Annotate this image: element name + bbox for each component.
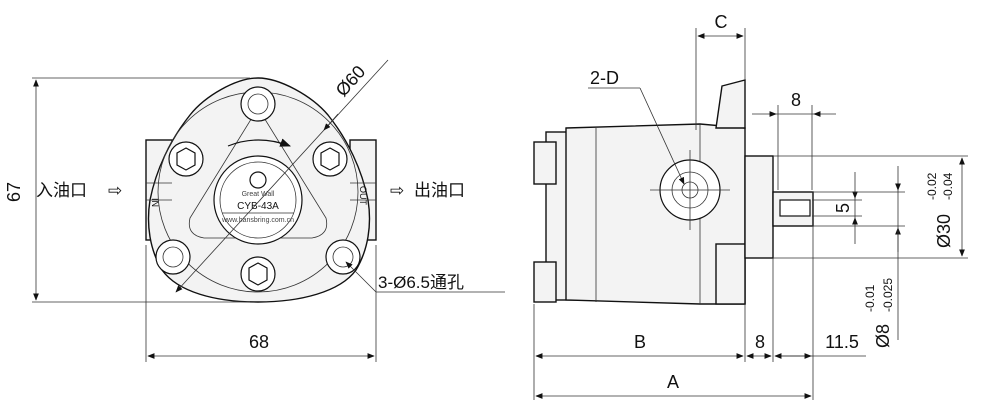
hex-bolt-left — [168, 141, 204, 177]
hex-bolt-bottom — [240, 256, 276, 292]
mount-hole-top — [240, 86, 276, 122]
dim-label-holes: 3-Ø6.5通孔 — [378, 273, 464, 292]
dim-label-5: 5 — [833, 203, 853, 213]
hex-bolt-right — [312, 141, 348, 177]
dim-label-68: 68 — [249, 332, 269, 352]
leader-holes — [345, 261, 377, 293]
top-port-block — [715, 79, 746, 129]
bottom-port-block — [715, 243, 746, 305]
dim-tol-lower-8: -0.025 — [881, 278, 895, 312]
dim-tol-upper-8: -0.01 — [863, 284, 877, 312]
dim-label-c: C — [715, 12, 728, 32]
port-marking-out: OUT — [358, 186, 368, 206]
rear-boss-top — [533, 141, 557, 185]
shaft-key — [779, 199, 811, 217]
plate-model: CYB-43A — [237, 201, 279, 212]
plate-caption: www.hansbring.com.cn — [221, 217, 294, 224]
dim-label-11-5: 11.5 — [825, 332, 859, 352]
name-plate — [213, 155, 303, 245]
dim-tol-upper-30: -0.02 — [925, 172, 939, 200]
leader-diameter-60 — [175, 59, 389, 293]
brand-logo-icon — [249, 171, 267, 189]
dim-label-diameter-8: Ø8 — [873, 324, 893, 348]
outlet-label: 出油口 — [414, 181, 465, 200]
outlet-arrow-icon: ⇨ — [390, 181, 404, 200]
port-marking-in: IN — [150, 198, 160, 207]
front-view: Great Wall CYB-43A www.hansbring.com.cn … — [4, 59, 505, 362]
inlet-label: 入油口 — [36, 181, 87, 200]
dim-label-2d: 2-D — [590, 68, 619, 88]
side-view: C 2-D 8 5 Ø30 -0.02 -0.04 Ø8 -0.01 — [533, 12, 968, 400]
dim-label-diameter-30: Ø30 — [934, 214, 954, 248]
dim-label-8-top: 8 — [791, 90, 801, 110]
mount-hole-right — [325, 239, 361, 275]
dim-label-diameter-60: Ø60 — [332, 62, 370, 101]
inlet-arrow-icon: ⇨ — [108, 181, 122, 200]
rear-boss-bottom — [533, 261, 557, 303]
rotation-arrow — [227, 138, 292, 147]
dim-label-8-bottom: 8 — [755, 332, 765, 352]
dim-label-b: B — [634, 332, 646, 352]
side-port — [650, 150, 730, 230]
mounting-flange — [744, 155, 774, 259]
dim-label-67: 67 — [4, 182, 24, 202]
plate-brand: Great Wall — [242, 191, 275, 198]
mount-hole-left — [155, 239, 191, 275]
dim-tol-lower-30: -0.04 — [941, 172, 955, 200]
dim-label-a: A — [667, 372, 679, 392]
